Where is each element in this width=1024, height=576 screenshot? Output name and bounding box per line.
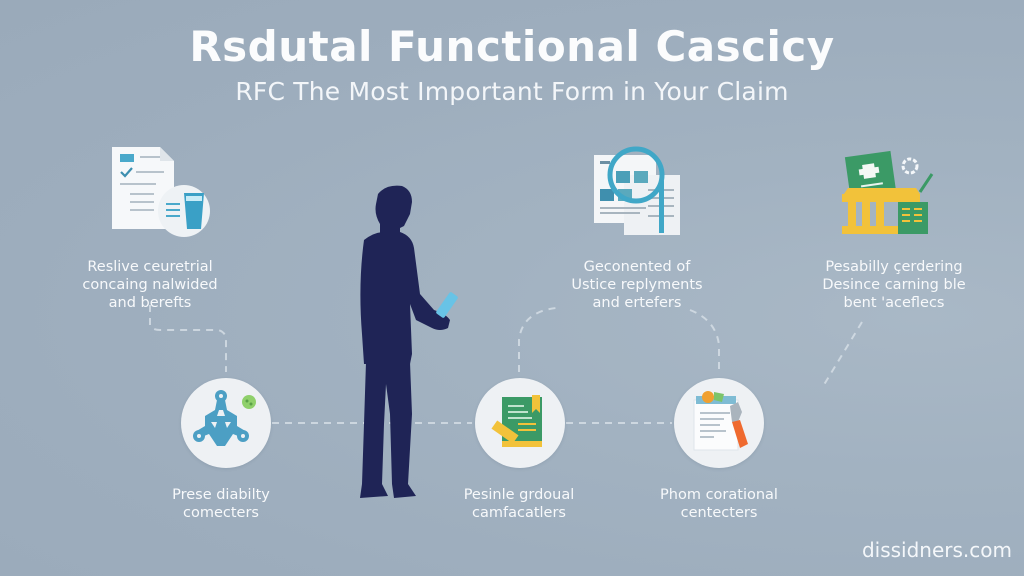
bank-with-documents-icon: [840, 148, 940, 244]
page-subtitle: RFC The Most Important Form in Your Clai…: [235, 77, 789, 106]
circle-bottom-1: [181, 378, 271, 468]
network-molecule-icon: [193, 390, 256, 446]
caption-top-2: Geconented of Ustice replyments and erte…: [571, 259, 703, 311]
caption-bottom-3: Phom corational centecters: [660, 487, 778, 521]
clipboard-hand-icon: [693, 391, 748, 451]
caption-top-3: Pesabilly çerdering Desince carning ble …: [822, 259, 966, 311]
green-notebook-icon: [491, 395, 542, 447]
page-title: Rsdutal Functional Cascicy: [189, 22, 835, 71]
caption-bottom-2: Pesinle grdoual camfacatlers: [463, 487, 575, 521]
circle-bottom-3: [674, 378, 764, 468]
circle-bottom-2: [475, 378, 565, 468]
documents-magnifier-icon: [590, 145, 686, 245]
person-holding-phone-silhouette: [350, 184, 470, 508]
caption-top-1: Reslive ceuretrial concaing nalwided and…: [82, 259, 218, 311]
document-with-glass-icon: [108, 143, 212, 243]
caption-bottom-1: Prese diabilty comecters: [172, 487, 270, 521]
watermark: dissidners.com: [861, 538, 1012, 562]
